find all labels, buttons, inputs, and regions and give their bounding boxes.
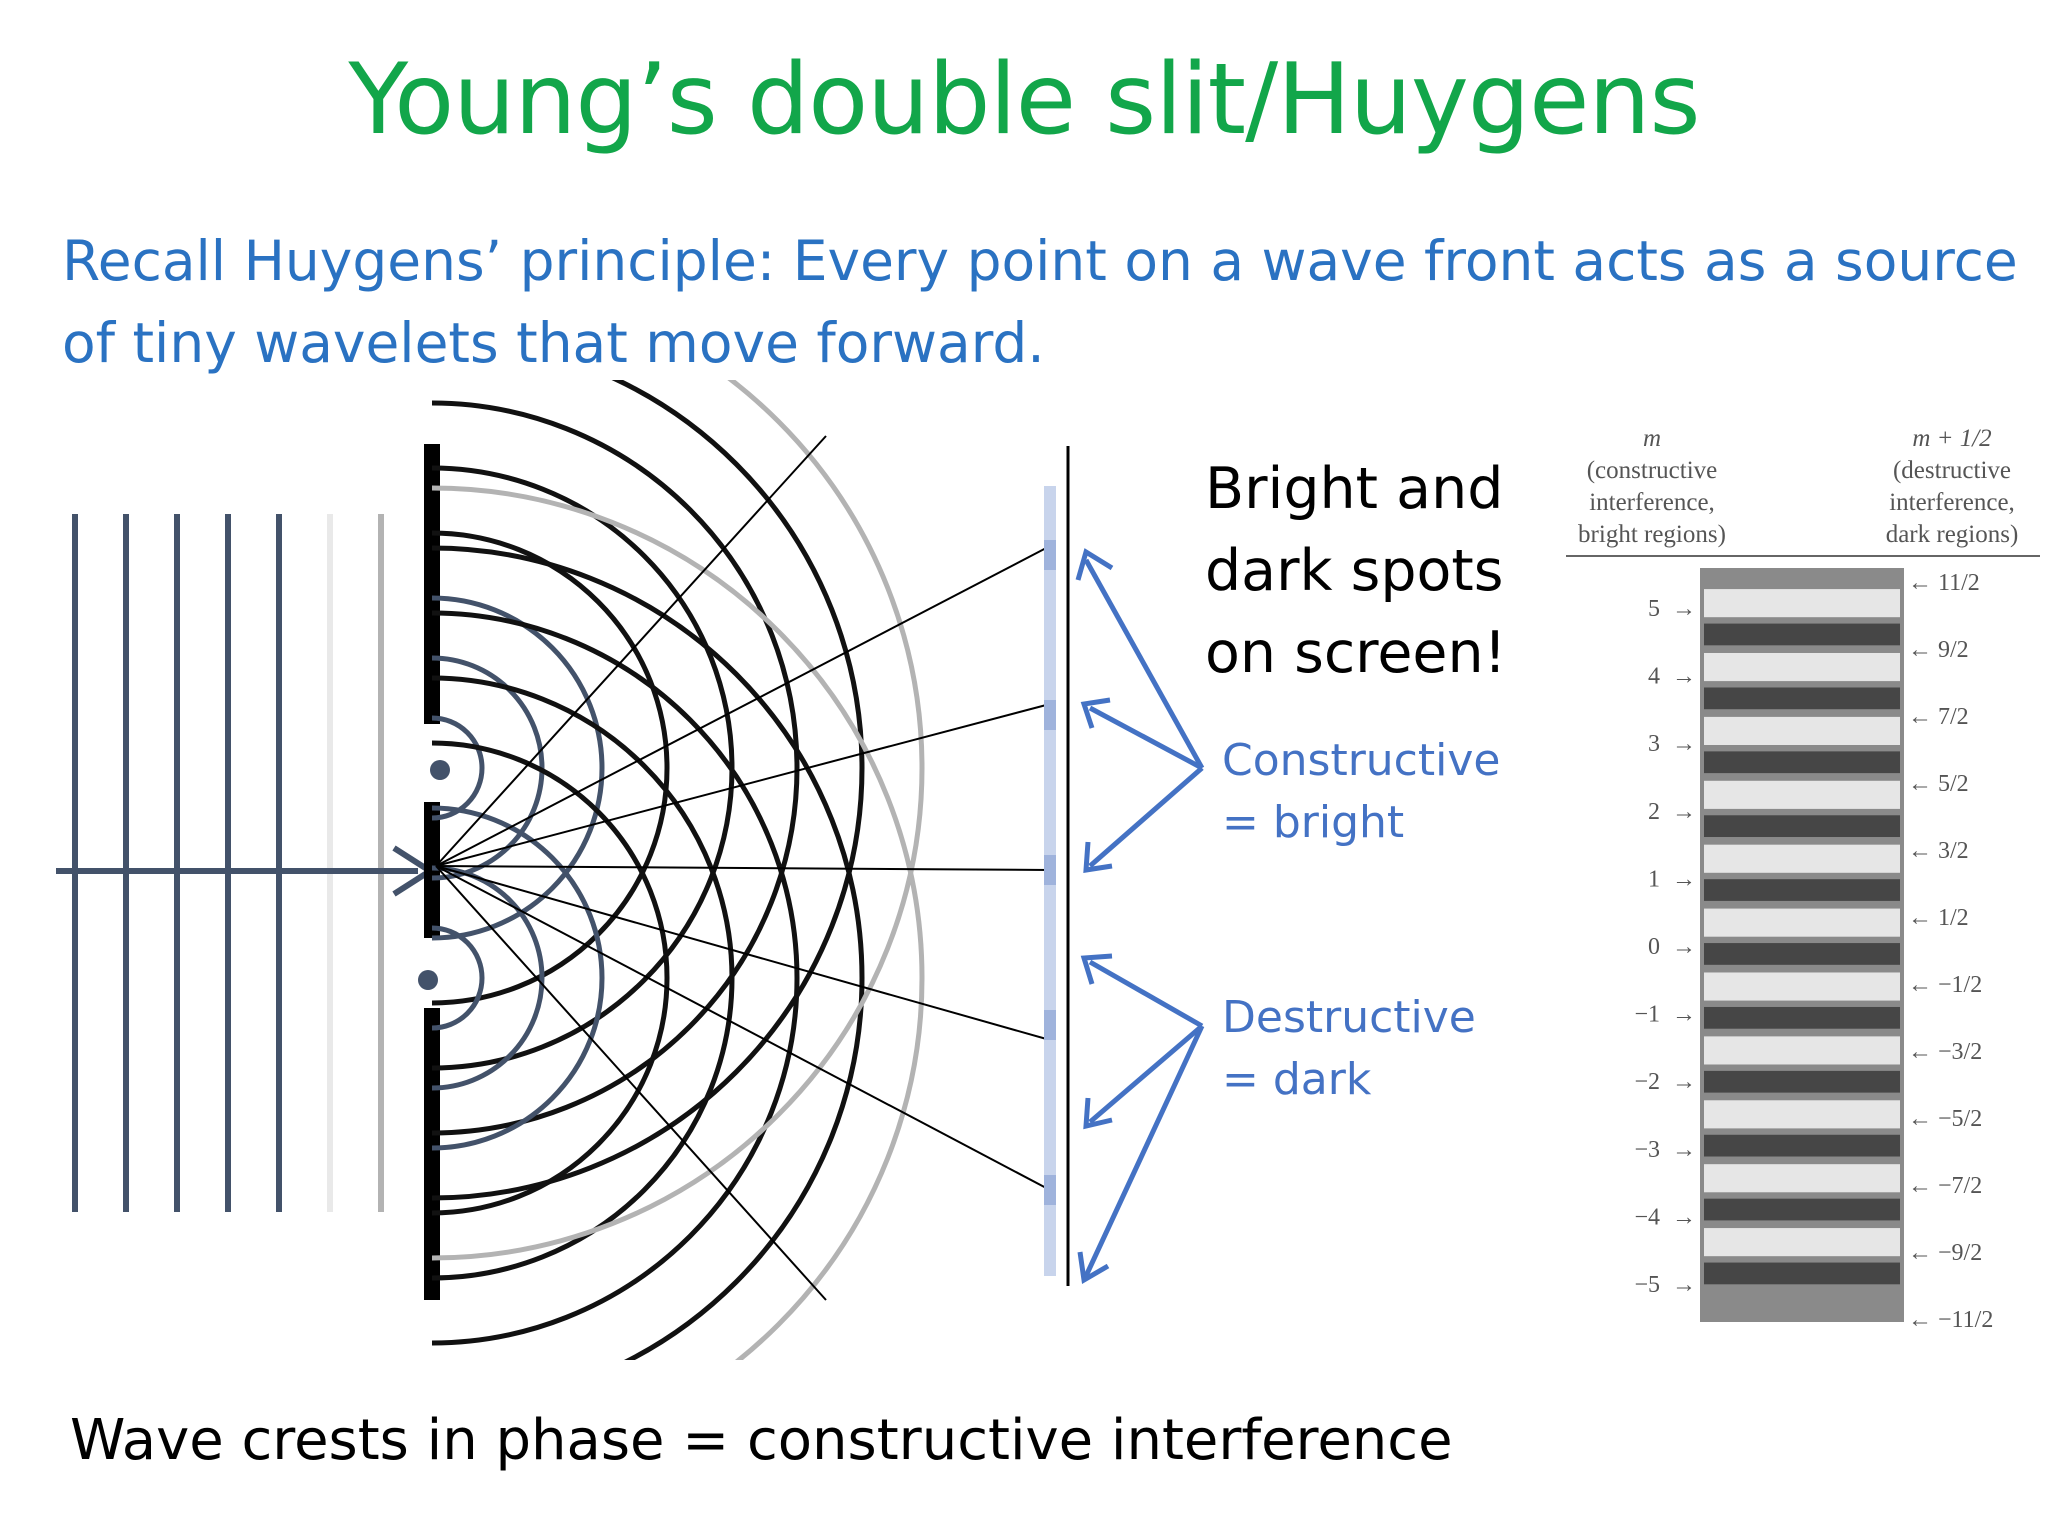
annotation-arrows [1075, 548, 1205, 1285]
bright-order-arrow: → [1672, 1272, 1696, 1298]
bright-order-label: 0 [1648, 934, 1660, 960]
dark-fringe [1704, 687, 1900, 710]
wavelet-arc [432, 715, 485, 821]
bright-order-arrow: → [1672, 596, 1696, 622]
bright-order-arrow: → [1672, 664, 1696, 690]
wavelet-arc [432, 545, 865, 1360]
wavelet-arc [432, 610, 800, 1346]
left-header-line: interference, [1589, 489, 1715, 516]
dark-order-label: ← 9/2 [1908, 637, 1969, 663]
dark-fringe [1704, 623, 1900, 646]
slide-subtitle: Recall Huygens’ principle: Every point o… [62, 229, 2018, 375]
wavelet-arc [432, 925, 485, 1031]
bright-order-arrow: → [1672, 799, 1696, 825]
destructive-label: Destructive = dark [1222, 992, 1476, 1105]
bright-dark-note: Bright and dark spots on screen! [1205, 456, 1507, 686]
slit-source-top [430, 760, 450, 780]
bottom-caption: Wave crests in phase = constructive inte… [70, 1408, 1453, 1473]
bright-fringe [1704, 1164, 1900, 1193]
bright-order-arrow: → [1672, 1002, 1696, 1028]
bright-order-label: −1 [1634, 1002, 1660, 1028]
dark-fringe [1704, 1262, 1900, 1285]
dark-fringe [1704, 943, 1900, 965]
bright-fringe [1704, 1100, 1900, 1129]
dark-fringe [1704, 1006, 1900, 1029]
slide-title: Young’s double slit/Huygens [348, 43, 1700, 157]
dark-order-label: ← 1/2 [1908, 905, 1969, 931]
right-header-line: m + 1/2 [1912, 425, 1991, 452]
bright-fringe [1704, 844, 1900, 873]
incident-arrow [56, 845, 436, 897]
ray-lines [435, 435, 1051, 1301]
wavelet-arc [432, 595, 605, 941]
right-header-line: interference, [1889, 489, 2015, 516]
wavelet-arc [432, 400, 800, 1136]
bright-fringe [1704, 652, 1900, 682]
bright-order-label: 3 [1648, 731, 1660, 757]
dark-fringe [1704, 751, 1900, 774]
bright-fringe [1704, 908, 1900, 937]
dark-order-label: ← 11/2 [1908, 570, 1980, 596]
observation-screen [1044, 446, 1070, 1286]
bright-order-label: −3 [1634, 1137, 1660, 1163]
bright-order-arrow: → [1672, 1137, 1696, 1163]
left-header-line: m [1643, 425, 1661, 452]
wavelet-arc [432, 740, 670, 1216]
wavelet-arc [432, 805, 605, 1151]
bright-order-label: 1 [1648, 866, 1660, 892]
bright-order-label: −4 [1634, 1204, 1660, 1230]
bright-order-arrow: → [1672, 934, 1696, 960]
bright-order-arrow: → [1672, 1069, 1696, 1095]
right-header-line: dark regions) [1886, 521, 2019, 548]
bright-order-arrow: → [1672, 731, 1696, 757]
wavelet-arc [432, 675, 735, 1281]
left-header-line: (constructive [1587, 457, 1718, 484]
huygens-wavelets [432, 380, 925, 1360]
slit-source-bottom [418, 970, 438, 990]
bright-fringe [1704, 780, 1900, 809]
bright-order-label: 5 [1648, 596, 1660, 622]
wavelet-arc [432, 380, 865, 1201]
dark-order-label: ← −11/2 [1908, 1307, 1993, 1333]
right-header-line: (destructive [1893, 457, 2011, 484]
dark-fringe [1704, 815, 1900, 838]
dark-order-label: ← −9/2 [1908, 1240, 1982, 1266]
bright-fringe [1704, 1036, 1900, 1065]
dark-order-label: ← −1/2 [1908, 972, 1982, 998]
bright-order-label: −5 [1634, 1272, 1660, 1298]
bright-fringe [1704, 716, 1900, 745]
bright-order-arrow: → [1672, 866, 1696, 892]
dark-order-label: ← −5/2 [1908, 1106, 1982, 1132]
bright-order-label: 4 [1648, 664, 1660, 690]
wavelet-arc-outer [432, 485, 925, 1360]
dark-fringe [1704, 879, 1900, 901]
dark-fringe [1704, 1198, 1900, 1221]
incoming-wavefronts [72, 514, 384, 1212]
dark-order-label: ← −3/2 [1908, 1039, 1982, 1065]
bright-fringe [1704, 972, 1900, 1001]
bright-fringe [1704, 1228, 1900, 1257]
slit-barrier [424, 444, 440, 1300]
bright-order-label: 2 [1648, 799, 1660, 825]
constructive-label: Constructive = bright [1222, 735, 1501, 848]
left-header-line: bright regions) [1578, 521, 1726, 548]
bright-order-label: −2 [1634, 1069, 1660, 1095]
wavelet-arc [432, 530, 670, 1006]
dark-order-label: ← 7/2 [1908, 704, 1969, 730]
wavelet-arc-outer [432, 380, 925, 1261]
dark-fringe [1704, 1070, 1900, 1093]
bright-fringe [1704, 589, 1900, 618]
dark-order-label: ← 3/2 [1908, 838, 1969, 864]
fringe-pattern-figure: m (constructive interference, bright reg… [1566, 425, 2040, 1333]
fringe-bands [1704, 589, 1900, 1285]
bright-order-arrow: → [1672, 1204, 1696, 1230]
wavelet-arc [432, 865, 545, 1091]
dark-order-label: ← −7/2 [1908, 1173, 1982, 1199]
dark-fringe [1704, 1134, 1900, 1157]
dark-order-label: ← 5/2 [1908, 771, 1969, 797]
